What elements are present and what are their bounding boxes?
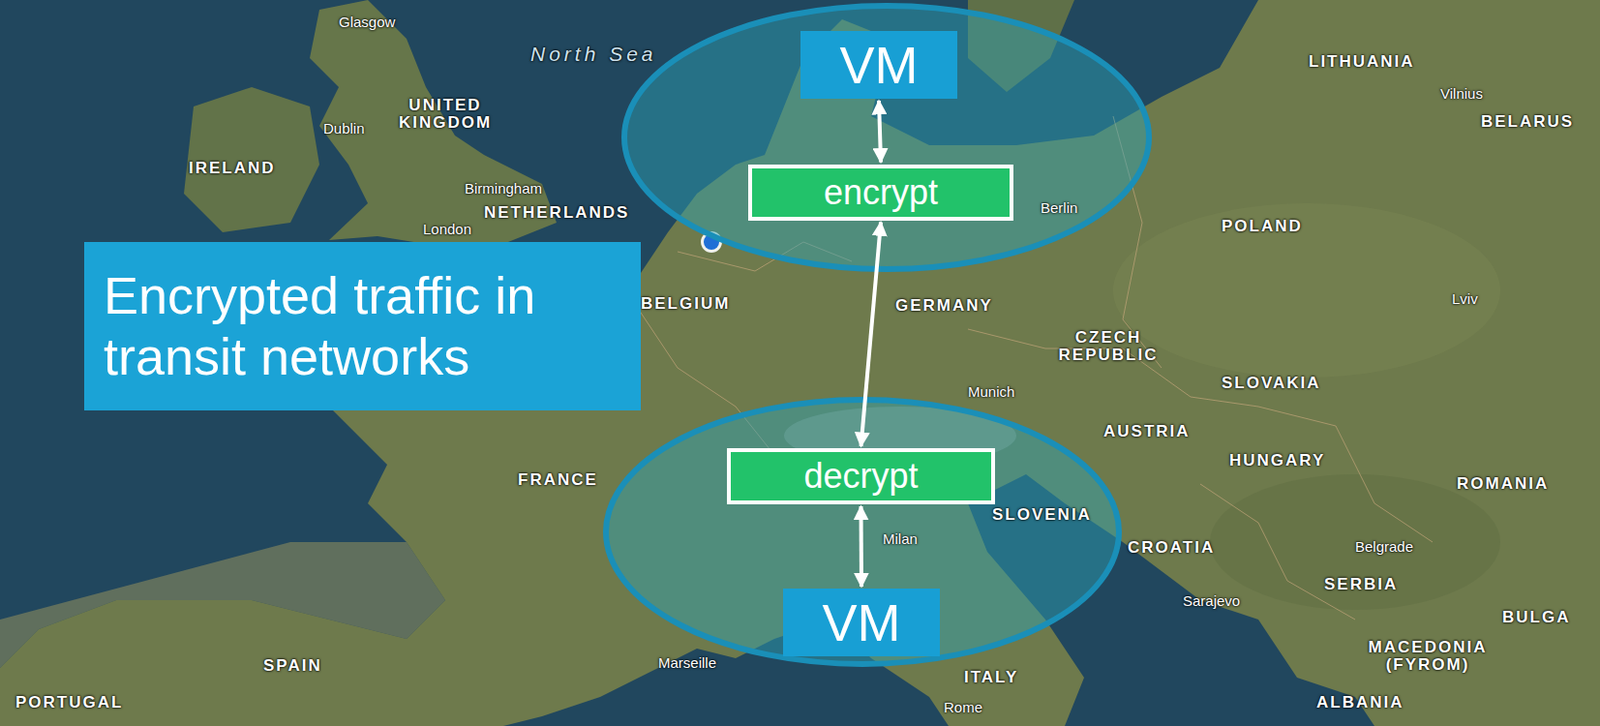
country-label: SLOVENIA: [992, 505, 1092, 525]
country-label: UNITED KINGDOM: [382, 96, 509, 132]
site-region: VM encrypt: [620, 1, 1153, 273]
city-label: Lviv: [1451, 290, 1479, 307]
city-label: London: [422, 220, 472, 238]
country-label: CROATIA: [1127, 538, 1215, 558]
country-label: IRELAND: [188, 158, 276, 179]
node-text: VM: [840, 34, 919, 95]
country-label: PORTUGAL: [15, 693, 123, 713]
decrypt-box: decrypt: [726, 448, 996, 505]
city-label: Belgrade: [1355, 538, 1414, 555]
country-label: ROMANIA: [1456, 474, 1549, 494]
country-label: FRANCE: [517, 470, 599, 490]
city-label: Munich: [967, 383, 1015, 400]
country-label: SERBIA: [1324, 574, 1398, 595]
node-text: encrypt: [823, 172, 938, 213]
city-label: Dublin: [323, 120, 365, 137]
country-label: BELGIUM: [640, 294, 730, 314]
country-label: ITALY: [964, 667, 1019, 688]
site-region: decryptVM: [602, 395, 1123, 668]
country-label: MACEDONIA (FYROM): [1345, 638, 1510, 674]
sea-label: North Sea: [530, 42, 658, 66]
node-text: decrypt: [803, 455, 918, 497]
city-label: Birmingham: [464, 180, 543, 197]
city-label: Glasgow: [338, 13, 395, 31]
node-text: VM: [822, 592, 902, 653]
country-label: CZECH REPUBLIC: [1045, 329, 1172, 364]
country-label: LITHUANIA: [1308, 52, 1416, 72]
node-text: Encrypted traffic in transit networks: [103, 265, 560, 387]
country-label: HUNGARY: [1229, 451, 1326, 471]
city-label: Sarajevo: [1182, 592, 1240, 609]
caption-box: Encrypted traffic in transit networks: [84, 241, 641, 411]
encrypt-box: encrypt: [748, 164, 1014, 221]
country-label: NETHERLANDS: [483, 203, 630, 223]
city-label: Berlin: [1040, 199, 1078, 216]
country-label: POLAND: [1221, 216, 1303, 237]
city-label: Rome: [943, 698, 983, 716]
vm-box: VM: [783, 588, 940, 657]
country-label: GERMANY: [895, 296, 994, 316]
country-label: AUSTRIA: [1103, 422, 1191, 442]
country-label: SPAIN: [263, 656, 323, 676]
country-label: BULGA: [1502, 607, 1570, 628]
country-label: ALBANIA: [1316, 693, 1405, 713]
country-label: BELARUS: [1480, 112, 1574, 132]
city-label: Vilnius: [1440, 85, 1483, 102]
country-label: SLOVAKIA: [1221, 373, 1322, 393]
city-label: Milan: [882, 530, 918, 547]
vm-box: VM: [800, 30, 958, 99]
city-label: Marseille: [658, 654, 717, 671]
